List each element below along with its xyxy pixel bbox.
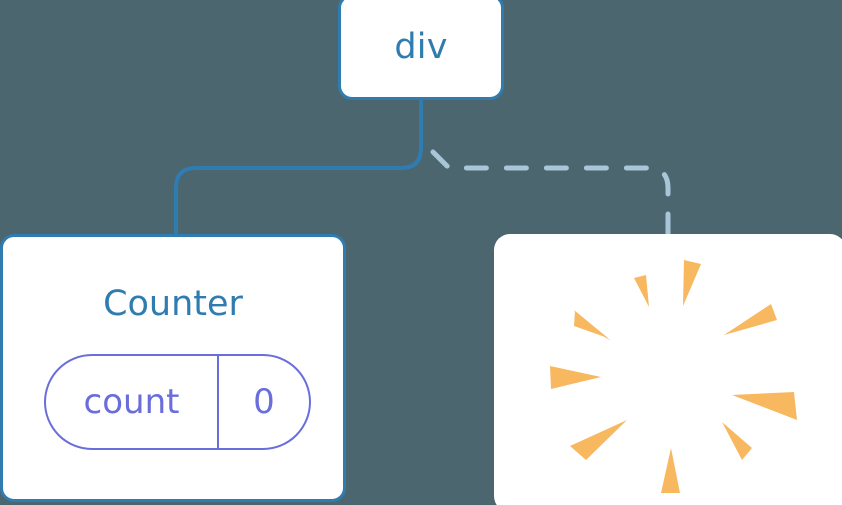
node-counter-label: Counter [103, 284, 243, 324]
edge-div-to-rerender [430, 149, 671, 239]
node-rerender[interactable] [494, 234, 842, 505]
node-div[interactable]: div [338, 0, 504, 100]
edge-div-to-counter [174, 98, 423, 238]
state-pill[interactable]: count 0 [44, 354, 311, 450]
sparkle-burst-icon [550, 260, 797, 493]
state-value: 0 [253, 382, 275, 422]
node-counter[interactable]: Counter count 0 [0, 234, 346, 502]
state-key: count [46, 356, 219, 448]
node-div-label: div [394, 26, 448, 67]
